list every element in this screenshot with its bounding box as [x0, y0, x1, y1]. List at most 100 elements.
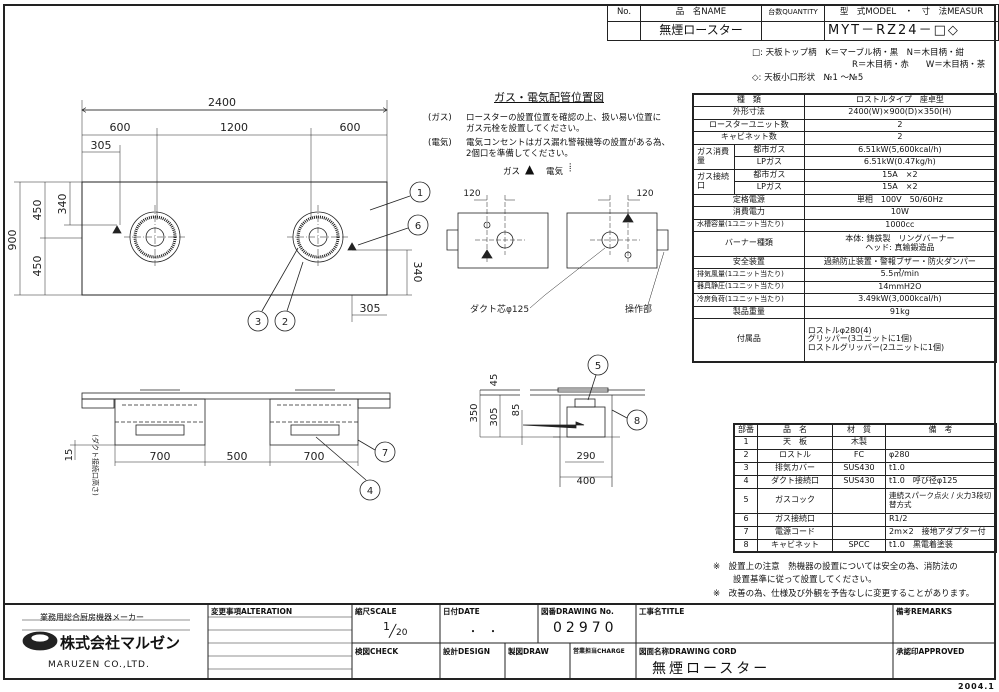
spec-label: 付属品	[692, 317, 805, 363]
remarks-label: 備考REMARKS	[896, 607, 953, 616]
gas-note-tag: (ガス)	[428, 113, 452, 123]
dim-900: 900	[6, 230, 19, 251]
part-remark: t1.0 黒電着塗装	[885, 538, 997, 553]
title-label: 工事名TITLE	[639, 607, 685, 616]
dim-305-top: 305	[91, 139, 112, 152]
charge-label: 営業担当CHARGE	[573, 648, 625, 655]
callout-4: 4	[367, 486, 373, 497]
spec-label: バーナー種類	[692, 230, 805, 257]
dim-600-right: 600	[340, 121, 361, 134]
dim-305-right: 305	[360, 302, 381, 315]
spec-value: 本体: 鋳鉄製 リングバーナー	[845, 233, 955, 243]
callout-7: 7	[382, 448, 388, 459]
header-table: No. 品 名NAME 台数QUANTITY 型 式MODEL ・ 寸 法MEA…	[607, 4, 999, 41]
callout-1: 1	[417, 188, 423, 199]
dim-305-side: 305	[489, 407, 500, 426]
approved-label: 承認印APPROVED	[896, 647, 965, 656]
dim-450-top: 450	[31, 200, 44, 221]
dim-450-bottom: 450	[31, 256, 44, 277]
front-view	[70, 389, 396, 501]
drawing-no-label: 図番DRAWING No.	[541, 607, 614, 616]
part-material	[832, 487, 886, 514]
model-note-top-pattern: □: 天板トップ柄 K＝マーブル柄・黒 N＝木目柄・紺	[752, 48, 965, 58]
elec-note-2: 2個口を準備してください。	[466, 149, 573, 159]
spec-label: ガス接続口	[692, 168, 735, 195]
company-name-en: MARUZEN CO.,LTD.	[48, 660, 150, 670]
dim-700-right: 700	[304, 450, 325, 463]
drawing-cord-value: 無煙ロースター	[652, 661, 771, 677]
legend-gas-label: ガス	[503, 167, 521, 177]
product-name: 無煙ロースター	[640, 21, 762, 41]
dim-340-left: 340	[56, 194, 69, 215]
callout-2: 2	[282, 317, 288, 328]
model-note-edge-shape: ◇: 天板小口形状 №1 ～№5	[752, 73, 864, 83]
legend-elec-label: 電気	[546, 167, 564, 177]
piping-diagram	[446, 195, 669, 309]
duct-center-label: ダクト芯φ125	[470, 303, 529, 315]
dim-350: 350	[469, 403, 480, 422]
dim-45: 45	[489, 374, 500, 387]
scale-slash: ╱	[389, 624, 397, 638]
dim-340-right: 340	[411, 262, 424, 283]
model-note-top-pattern-2: R＝木目柄・赤 W＝木目柄・茶	[852, 60, 986, 70]
dim-600-left: 600	[110, 121, 131, 134]
spec-value: ヘッド: 真鍮鍛造品	[865, 242, 935, 252]
scale-label: 縮尺SCALE	[355, 607, 397, 616]
install-note-2: 設置基準に従って設置してください。	[733, 575, 877, 585]
revision-date: 2004.1	[958, 682, 995, 691]
accessory-item: ロストルグリッパー(2ユニットに1個)	[807, 343, 945, 353]
part-no: 5	[733, 487, 758, 514]
dim-85: 85	[511, 404, 522, 417]
callout-8: 8	[634, 416, 640, 427]
company-name-jp: 株式会社マルゼン	[60, 634, 181, 652]
drawing-no: 02970	[553, 620, 618, 636]
spec-value: 14mmH2O	[803, 280, 997, 294]
callout-3: 3	[255, 317, 261, 328]
part-remark: 連続スパーク点火 / 火力3段切替方式	[885, 487, 997, 514]
callout-5: 5	[595, 361, 601, 372]
maruzen-logo	[22, 631, 58, 651]
dim-120-right: 120	[636, 189, 653, 199]
side-view	[479, 354, 648, 487]
accessory-item: ロストルφ280(4)	[807, 325, 872, 335]
dim-1200: 1200	[220, 121, 248, 134]
drawing-cord-label: 図面名称DRAWING CORD	[639, 647, 737, 656]
duct-height-label: (ダクト接続口高さ)	[91, 434, 100, 496]
control-part-label: 操作部	[625, 303, 652, 315]
plan-view	[14, 100, 431, 332]
alteration-label: 変更事項ALTERATION	[211, 607, 293, 616]
elec-note-tag: (電気)	[428, 138, 452, 148]
title-block-grid	[3, 603, 996, 680]
model-number: MYT－RZ24－□◇	[824, 21, 999, 41]
dim-15: 15	[64, 449, 75, 462]
dim-500: 500	[227, 450, 248, 463]
install-note-1: ※ 設置上の注意 熱機器の設置については安全の為、消防法の	[713, 562, 958, 572]
gas-note: ロースターの設置位置を確認の上、扱い易い位置に	[466, 113, 662, 123]
maker-tagline: 業務用総合厨房機器メーカー	[40, 613, 144, 622]
piping-title: ガス・電気配管位置図	[494, 91, 604, 104]
gas-note-2: ガス元栓を設置してください。	[466, 124, 585, 134]
change-note: ※ 改善の為、仕様及び外観を予告なしに変更することがあります。	[713, 589, 975, 599]
draw-label: 製図DRAW	[508, 647, 549, 656]
dim-290: 290	[576, 451, 595, 462]
callout-6: 6	[415, 221, 421, 232]
accessory-item: グリッパー(3ユニットに1個)	[807, 334, 913, 344]
scale-denominator: 20	[396, 628, 408, 638]
design-label: 設計DESIGN	[443, 647, 490, 656]
date-value: ・ ・	[468, 627, 498, 638]
check-label: 検図CHECK	[355, 647, 399, 656]
scale-numerator: 1	[383, 620, 390, 633]
dim-total-width: 2400	[208, 96, 236, 109]
dim-120-left: 120	[463, 189, 480, 199]
dim-700-left: 700	[150, 450, 171, 463]
dim-400: 400	[576, 476, 595, 487]
